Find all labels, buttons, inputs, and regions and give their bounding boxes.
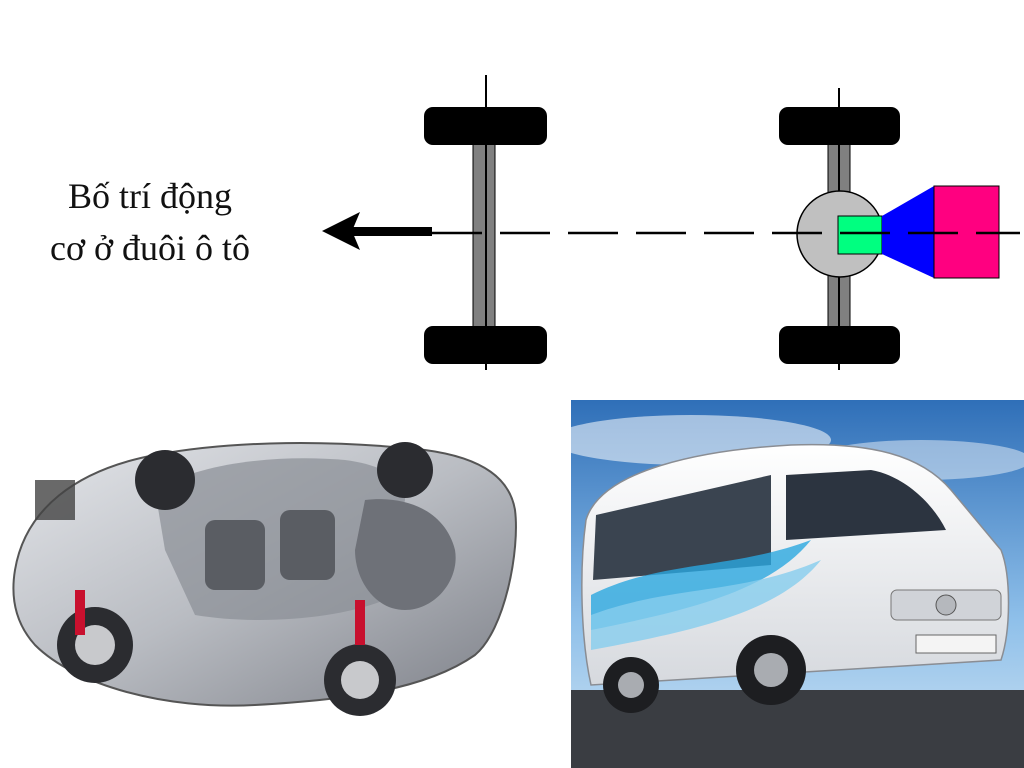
caption-line-1: Bố trí động bbox=[67, 176, 232, 216]
front-right-wheel bbox=[424, 326, 547, 364]
front-left-wheel bbox=[424, 107, 547, 145]
rear-axle-assembly bbox=[779, 88, 1000, 370]
front-axle bbox=[472, 124, 496, 351]
rear-left-wheel bbox=[779, 107, 900, 145]
white-minibus-icon bbox=[571, 400, 1024, 768]
drivetrain-diagram bbox=[322, 75, 1020, 370]
front-axle-assembly bbox=[424, 75, 547, 370]
clutch bbox=[837, 215, 883, 255]
rear-engine-sports-car-cutaway-icon bbox=[12, 442, 517, 716]
car-cutaway-photo bbox=[5, 400, 525, 720]
rear-right-wheel bbox=[779, 326, 900, 364]
direction-arrow-icon bbox=[322, 212, 432, 250]
caption: Bố trí động cơ ở đuôi ô tô bbox=[20, 170, 280, 274]
minibus-photo bbox=[571, 400, 1024, 768]
caption-line-2: cơ ở đuôi ô tô bbox=[49, 228, 251, 268]
